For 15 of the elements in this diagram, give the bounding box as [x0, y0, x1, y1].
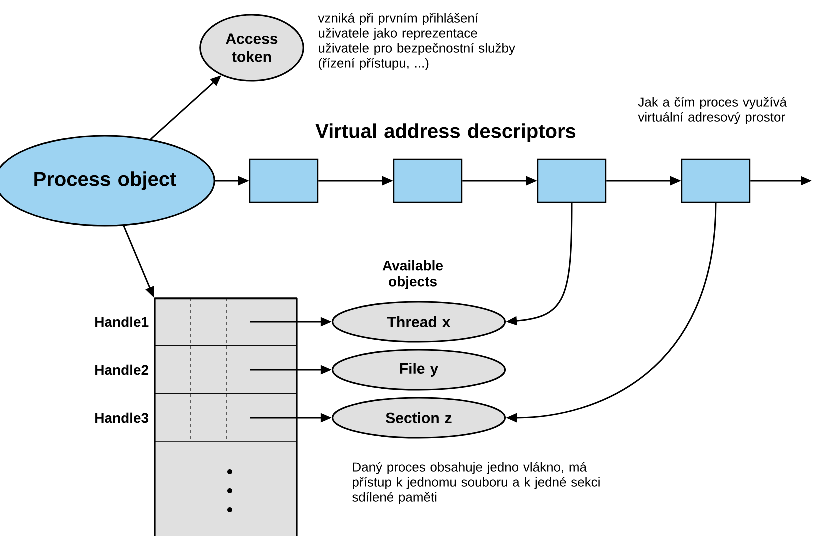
- descriptor-box: [249, 158, 319, 204]
- descriptor-box: [393, 158, 463, 204]
- note-text: Daný proces obsahuje jedno vlákno, má přístup k jednomu souboru a k jedné sekci sdílené paměti: [352, 462, 600, 504]
- handle-row: Handle2: [96, 346, 298, 394]
- handle-row: Handle1: [96, 298, 298, 346]
- note-text: Jak a čím proces využívá virtuální adresový prostor: [638, 97, 787, 124]
- heading: Virtual address descriptors: [316, 124, 576, 142]
- descriptor-box: [537, 158, 607, 204]
- handle-row: Handle3: [96, 394, 298, 442]
- handle-table: [154, 298, 298, 536]
- note-text: vzniká při prvním přihlášení uživatele jako reprezentace uživatele pro bezpečnostní služby (řízení přístupu, ...): [318, 13, 516, 70]
- node-label: Handle1: [96, 316, 149, 328]
- descriptor-box: [681, 158, 751, 204]
- node-label: Handle3: [96, 412, 149, 424]
- node-label: Handle2: [96, 364, 149, 376]
